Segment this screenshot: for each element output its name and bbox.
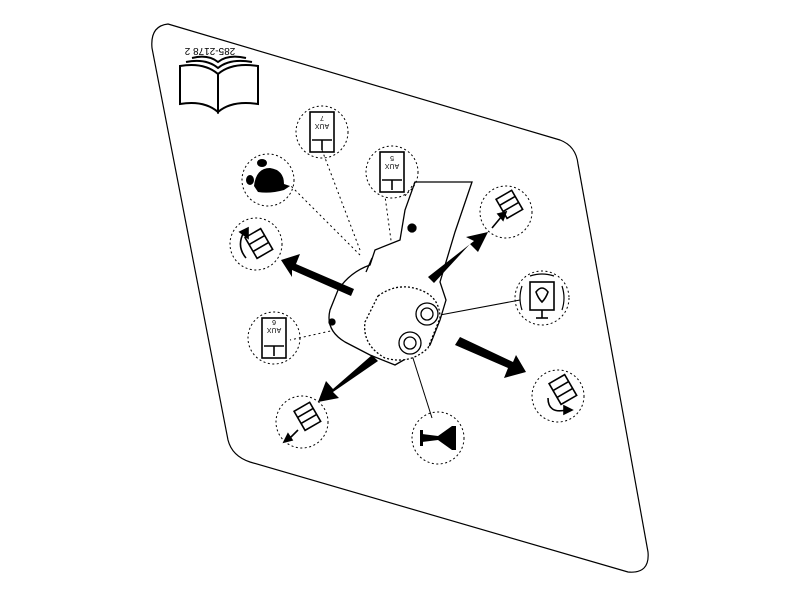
solid-leader-lines (411, 299, 521, 419)
aux-7-symbol (309, 111, 335, 153)
aux-5-label: AUX (384, 162, 399, 169)
tilt-forward-symbol (491, 189, 524, 229)
aux-7-number: 7 (320, 114, 324, 121)
horn-symbol (420, 426, 456, 450)
tilt-back-icon (275, 395, 329, 449)
arrow-lower-left (318, 355, 378, 402)
direction-arrows (281, 232, 526, 402)
crawler-symbol (246, 159, 290, 193)
aux-6-label: AUX (266, 326, 281, 333)
arrow-upper-left (281, 254, 354, 296)
aux-5-icon (365, 145, 419, 199)
crawler-icon (241, 153, 295, 207)
aux-5-symbol (379, 151, 405, 193)
tilt-forward-icon (479, 185, 533, 239)
part-number: 285-2178 2 (184, 45, 235, 56)
aux-7-label: AUX (314, 122, 329, 129)
tilt-back-symbol (282, 401, 322, 444)
aux-6-symbol (261, 317, 287, 359)
arrow-upper-right (428, 232, 488, 283)
light-switch-icon (514, 270, 570, 326)
rotate-left-icon (229, 217, 283, 271)
leader-lines (289, 149, 416, 341)
aux-5-number: 5 (390, 154, 394, 161)
machine-top-view (328, 181, 473, 366)
horn-icon (411, 411, 465, 465)
aux-6-number: 6 (272, 318, 276, 325)
read-manual-icon (179, 55, 259, 115)
arrow-lower-right (455, 337, 526, 378)
aux-7-icon (295, 105, 349, 159)
rotate-right-symbol (547, 373, 578, 416)
aux-6-icon (247, 311, 301, 365)
rotate-right-icon (531, 369, 585, 423)
rotate-left-symbol (238, 226, 274, 260)
light-switch-symbol (519, 273, 565, 319)
